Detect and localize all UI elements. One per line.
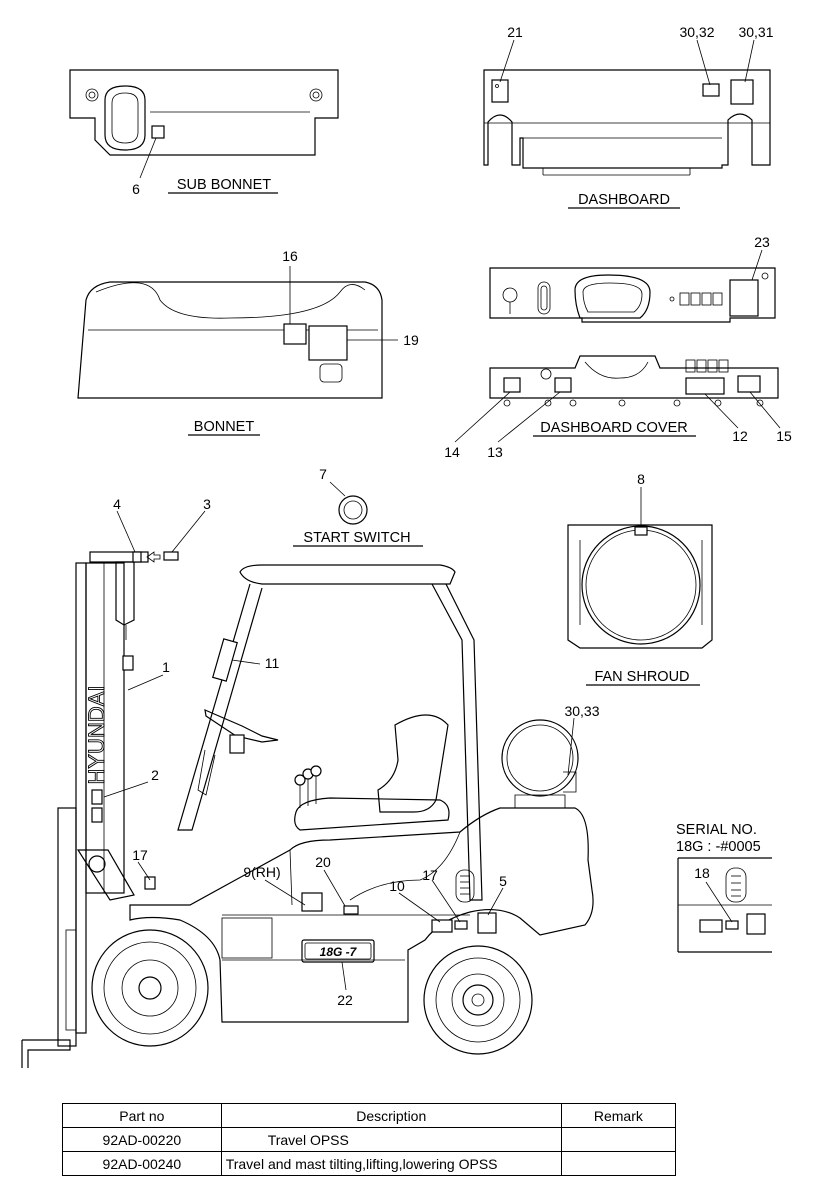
decal-1 <box>122 655 134 671</box>
dashboard-upper-drawing <box>489 249 776 323</box>
decal-11 <box>212 638 238 682</box>
callout-17-left: 17 <box>132 847 148 863</box>
switch-row <box>679 292 723 306</box>
callout-20: 20 <box>315 854 331 870</box>
mast-brand-text: HYUNDAI <box>84 685 109 784</box>
decal-4 <box>132 551 142 563</box>
decal-16 <box>283 323 307 345</box>
col-header-description: Description <box>220 1103 562 1128</box>
callout-5: 5 <box>499 873 507 889</box>
callout-15: 15 <box>776 428 792 444</box>
front-wheel <box>91 929 209 1047</box>
title-sub-bonnet: SUB BONNET <box>177 177 271 193</box>
louvers <box>455 869 475 903</box>
decal-17b <box>454 920 468 930</box>
decal-2a <box>91 789 103 805</box>
rear-wheel <box>423 945 533 1055</box>
model-badge: 18G -7 <box>301 939 375 963</box>
decal-6 <box>151 125 165 139</box>
decal-20 <box>343 905 359 915</box>
decal-15 <box>737 375 761 393</box>
table-header-row: Part no Description Remark <box>62 1103 677 1128</box>
cell-description: Travel OPSS <box>220 1127 562 1152</box>
serial-decal-5 <box>746 913 766 935</box>
callout-30-33: 30,33 <box>564 703 599 719</box>
serial-title: SERIAL NO. <box>676 822 757 838</box>
table-row: 92AD-00220 Travel OPSS <box>62 1127 677 1152</box>
title-dashboard: DASHBOARD <box>578 192 670 208</box>
decal-17a <box>144 876 156 890</box>
callout-16: 16 <box>282 248 298 264</box>
start-switch-drawing <box>329 481 368 525</box>
decal-19 <box>308 325 348 361</box>
decal-5 <box>477 912 497 934</box>
col-header-part-no: Part no <box>62 1103 222 1128</box>
serial-decal-10 <box>699 919 723 933</box>
dashboard-cover-drawing <box>454 355 781 443</box>
callout-11: 11 <box>265 655 280 671</box>
bonnet-drawing <box>77 266 398 399</box>
callout-17-right: 17 <box>422 867 438 883</box>
parts-diagram: 6 SUB BONNET 21 30,32 30,31 DASHBOARD 16… <box>21 24 792 1068</box>
dashboard-drawing <box>483 39 771 176</box>
steering-column-box <box>229 734 245 754</box>
cell-part-no: 92AD-00220 <box>62 1127 222 1152</box>
callout-6: 6 <box>132 181 140 197</box>
cell-remark <box>560 1151 677 1176</box>
serial-range: 18G : -#0005 <box>676 839 761 855</box>
title-dashboard-cover: DASHBOARD COVER <box>540 420 687 436</box>
decal-14 <box>503 377 521 393</box>
callout-7: 7 <box>319 466 327 482</box>
serial-decal-18 <box>725 920 739 930</box>
callout-21: 21 <box>507 24 523 40</box>
title-start-switch: START SWITCH <box>303 530 410 546</box>
serial-inset-drawing <box>677 857 772 953</box>
decal-10 <box>431 919 453 933</box>
callout-1: 1 <box>162 659 170 675</box>
callout-23: 23 <box>754 234 770 250</box>
callout-19: 19 <box>403 332 419 348</box>
callout-30-32: 30,32 <box>679 24 714 40</box>
cell-part-no: 92AD-00240 <box>62 1151 222 1176</box>
decal-3 <box>163 551 179 561</box>
col-header-remark: Remark <box>560 1103 677 1128</box>
cell-description: Travel and mast tilting,lifting,lowering… <box>220 1151 562 1176</box>
callout-14: 14 <box>444 444 460 460</box>
callout-8: 8 <box>637 471 645 487</box>
decal-2b <box>91 807 103 823</box>
callout-3: 3 <box>203 496 211 512</box>
parts-table: Part no Description Remark 92AD-00220 Tr… <box>62 1103 677 1176</box>
model-badge-text: 18G -7 <box>320 945 358 959</box>
callout-22: 22 <box>337 992 353 1008</box>
title-fan-shroud: FAN SHROUD <box>594 669 689 685</box>
decal-21 <box>491 79 509 103</box>
cell-remark <box>560 1127 677 1152</box>
decal-13 <box>554 377 572 393</box>
table-row: 92AD-00240 Travel and mast tilting,lifti… <box>62 1151 677 1176</box>
callout-10: 10 <box>389 878 405 894</box>
decal-9 <box>301 892 323 912</box>
callout-18: 18 <box>694 865 710 881</box>
sub-bonnet-drawing <box>69 69 339 179</box>
switch-row-cover <box>685 359 729 373</box>
decal-23 <box>729 279 759 317</box>
callout-30-31: 30,31 <box>738 24 773 40</box>
decal-8 <box>634 526 648 536</box>
title-bonnet: BONNET <box>194 419 255 435</box>
callout-2: 2 <box>151 767 159 783</box>
callout-9-rh: 9(RH) <box>243 864 280 880</box>
callout-12: 12 <box>732 428 748 444</box>
decal-12 <box>685 377 725 395</box>
forklift-drawing: HYUNDAI <box>21 510 594 1068</box>
decal-30-32 <box>702 83 720 97</box>
callout-4: 4 <box>113 496 121 512</box>
callout-13: 13 <box>487 444 503 460</box>
decal-30-31 <box>730 79 754 105</box>
fan-shroud-drawing <box>567 487 713 649</box>
